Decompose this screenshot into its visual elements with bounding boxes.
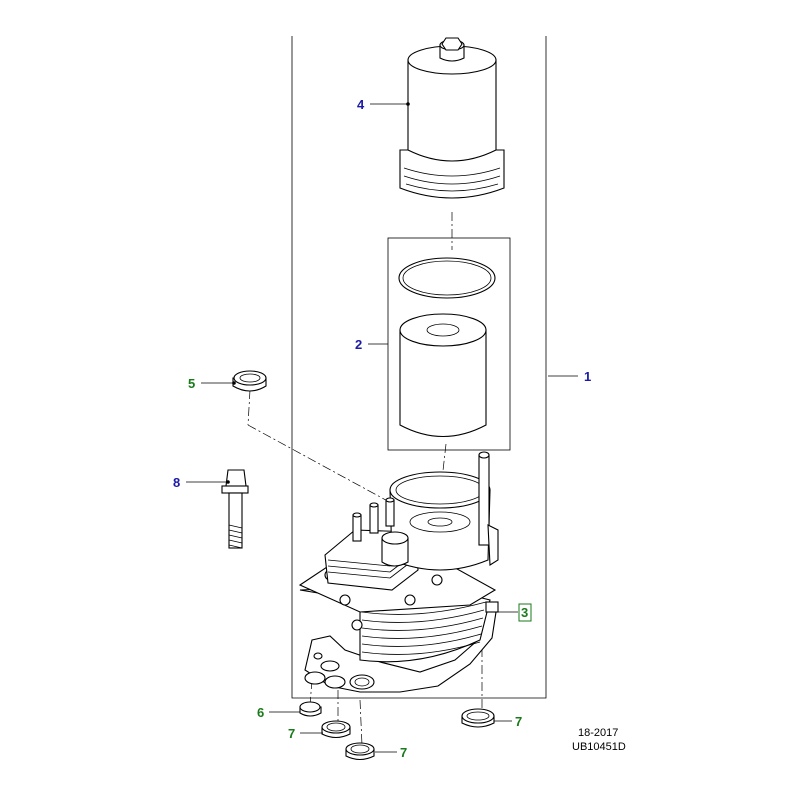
assembly-bracket: [291, 36, 547, 699]
sealing-washer-5: [232, 370, 267, 392]
callout-3-box: [518, 603, 532, 622]
connector-3: [485, 601, 499, 613]
drawing-id: UB10451D: [572, 741, 626, 753]
leader-lines: [186, 103, 578, 753]
callout-7b: 7: [400, 745, 407, 760]
oil-cooler-housing-assembly: [298, 451, 499, 693]
callout-3: 3: [521, 605, 528, 620]
seal-7c: [461, 708, 495, 728]
date-code: 18-2017: [578, 727, 618, 739]
leader-dots: [226, 102, 410, 484]
callout-8: 8: [173, 475, 180, 490]
filter-element: [399, 313, 487, 438]
seal-6: [299, 701, 322, 717]
filter-housing-cap: [399, 37, 505, 199]
seal-7b: [345, 742, 375, 761]
filter-o-ring: [398, 257, 496, 299]
seal-7a: [321, 720, 351, 739]
bolt-8: [221, 469, 249, 549]
callout-2: 2: [355, 337, 362, 352]
callout-5: 5: [188, 376, 195, 391]
callout-4: 4: [357, 97, 365, 112]
callout-7a: 7: [288, 726, 295, 741]
callout-7c: 7: [515, 714, 522, 729]
callout-1: 1: [584, 369, 591, 384]
callout-6: 6: [257, 705, 264, 720]
